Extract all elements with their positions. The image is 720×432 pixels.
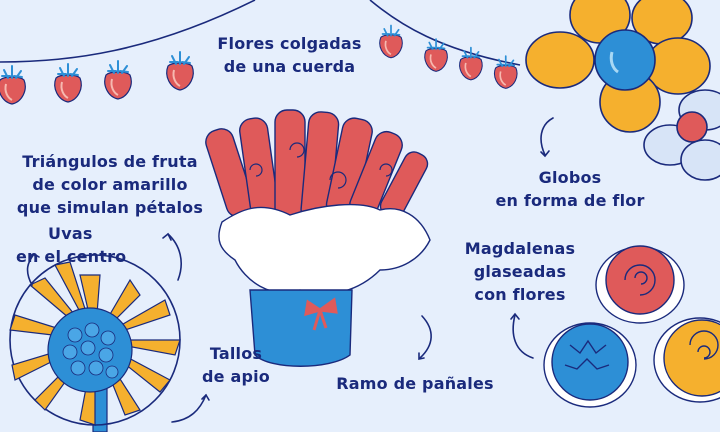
flower-cupcake-icon	[543, 245, 720, 408]
label-balloons-line2: en forma de flor	[495, 191, 645, 210]
label-fruit-triangles-line3: que simulan pétalos	[16, 198, 204, 217]
label-balloons: Globos en forma de flor	[490, 166, 650, 212]
label-hanging-flowers-line1: Flores colgadas	[217, 34, 362, 53]
label-fruit-triangles-line2: de color amarillo	[32, 175, 188, 194]
label-fruit-triangles: Triángulos de fruta de color amarillo qu…	[10, 150, 210, 219]
diaper-rose-bouquet-icon	[205, 109, 431, 367]
label-grapes-line1: Uvas	[48, 224, 93, 243]
label-balloons-line1: Globos	[538, 168, 602, 187]
label-diaper-bouquet-line1: Ramo de pañales	[336, 374, 494, 393]
label-grapes: Uvas en el centro	[10, 222, 130, 268]
label-cupcakes-line2: glaseadas	[473, 262, 567, 281]
label-cupcakes: Magdalenas glaseadas con flores	[455, 237, 585, 306]
fruit-sunflower-plate-icon	[9, 254, 181, 432]
label-celery-line2: de apio	[201, 367, 270, 386]
label-grapes-line2: en el centro	[16, 247, 127, 266]
balloon-flower-icon	[525, 0, 720, 181]
label-cupcakes-line3: con flores	[474, 285, 566, 304]
label-celery-line1: Tallos	[209, 344, 263, 363]
label-fruit-triangles-line1: Triángulos de fruta	[22, 152, 198, 171]
pointer-arrows	[26, 117, 554, 423]
label-celery: Tallos de apio	[196, 342, 276, 388]
label-diaper-bouquet: Ramo de pañales	[330, 372, 500, 395]
label-cupcakes-line1: Magdalenas	[464, 239, 576, 258]
label-hanging-flowers-line2: de una cuerda	[223, 57, 356, 76]
hanging-rose-garland-icon	[0, 0, 521, 105]
label-hanging-flowers: Flores colgadas de una cuerda	[212, 32, 367, 78]
